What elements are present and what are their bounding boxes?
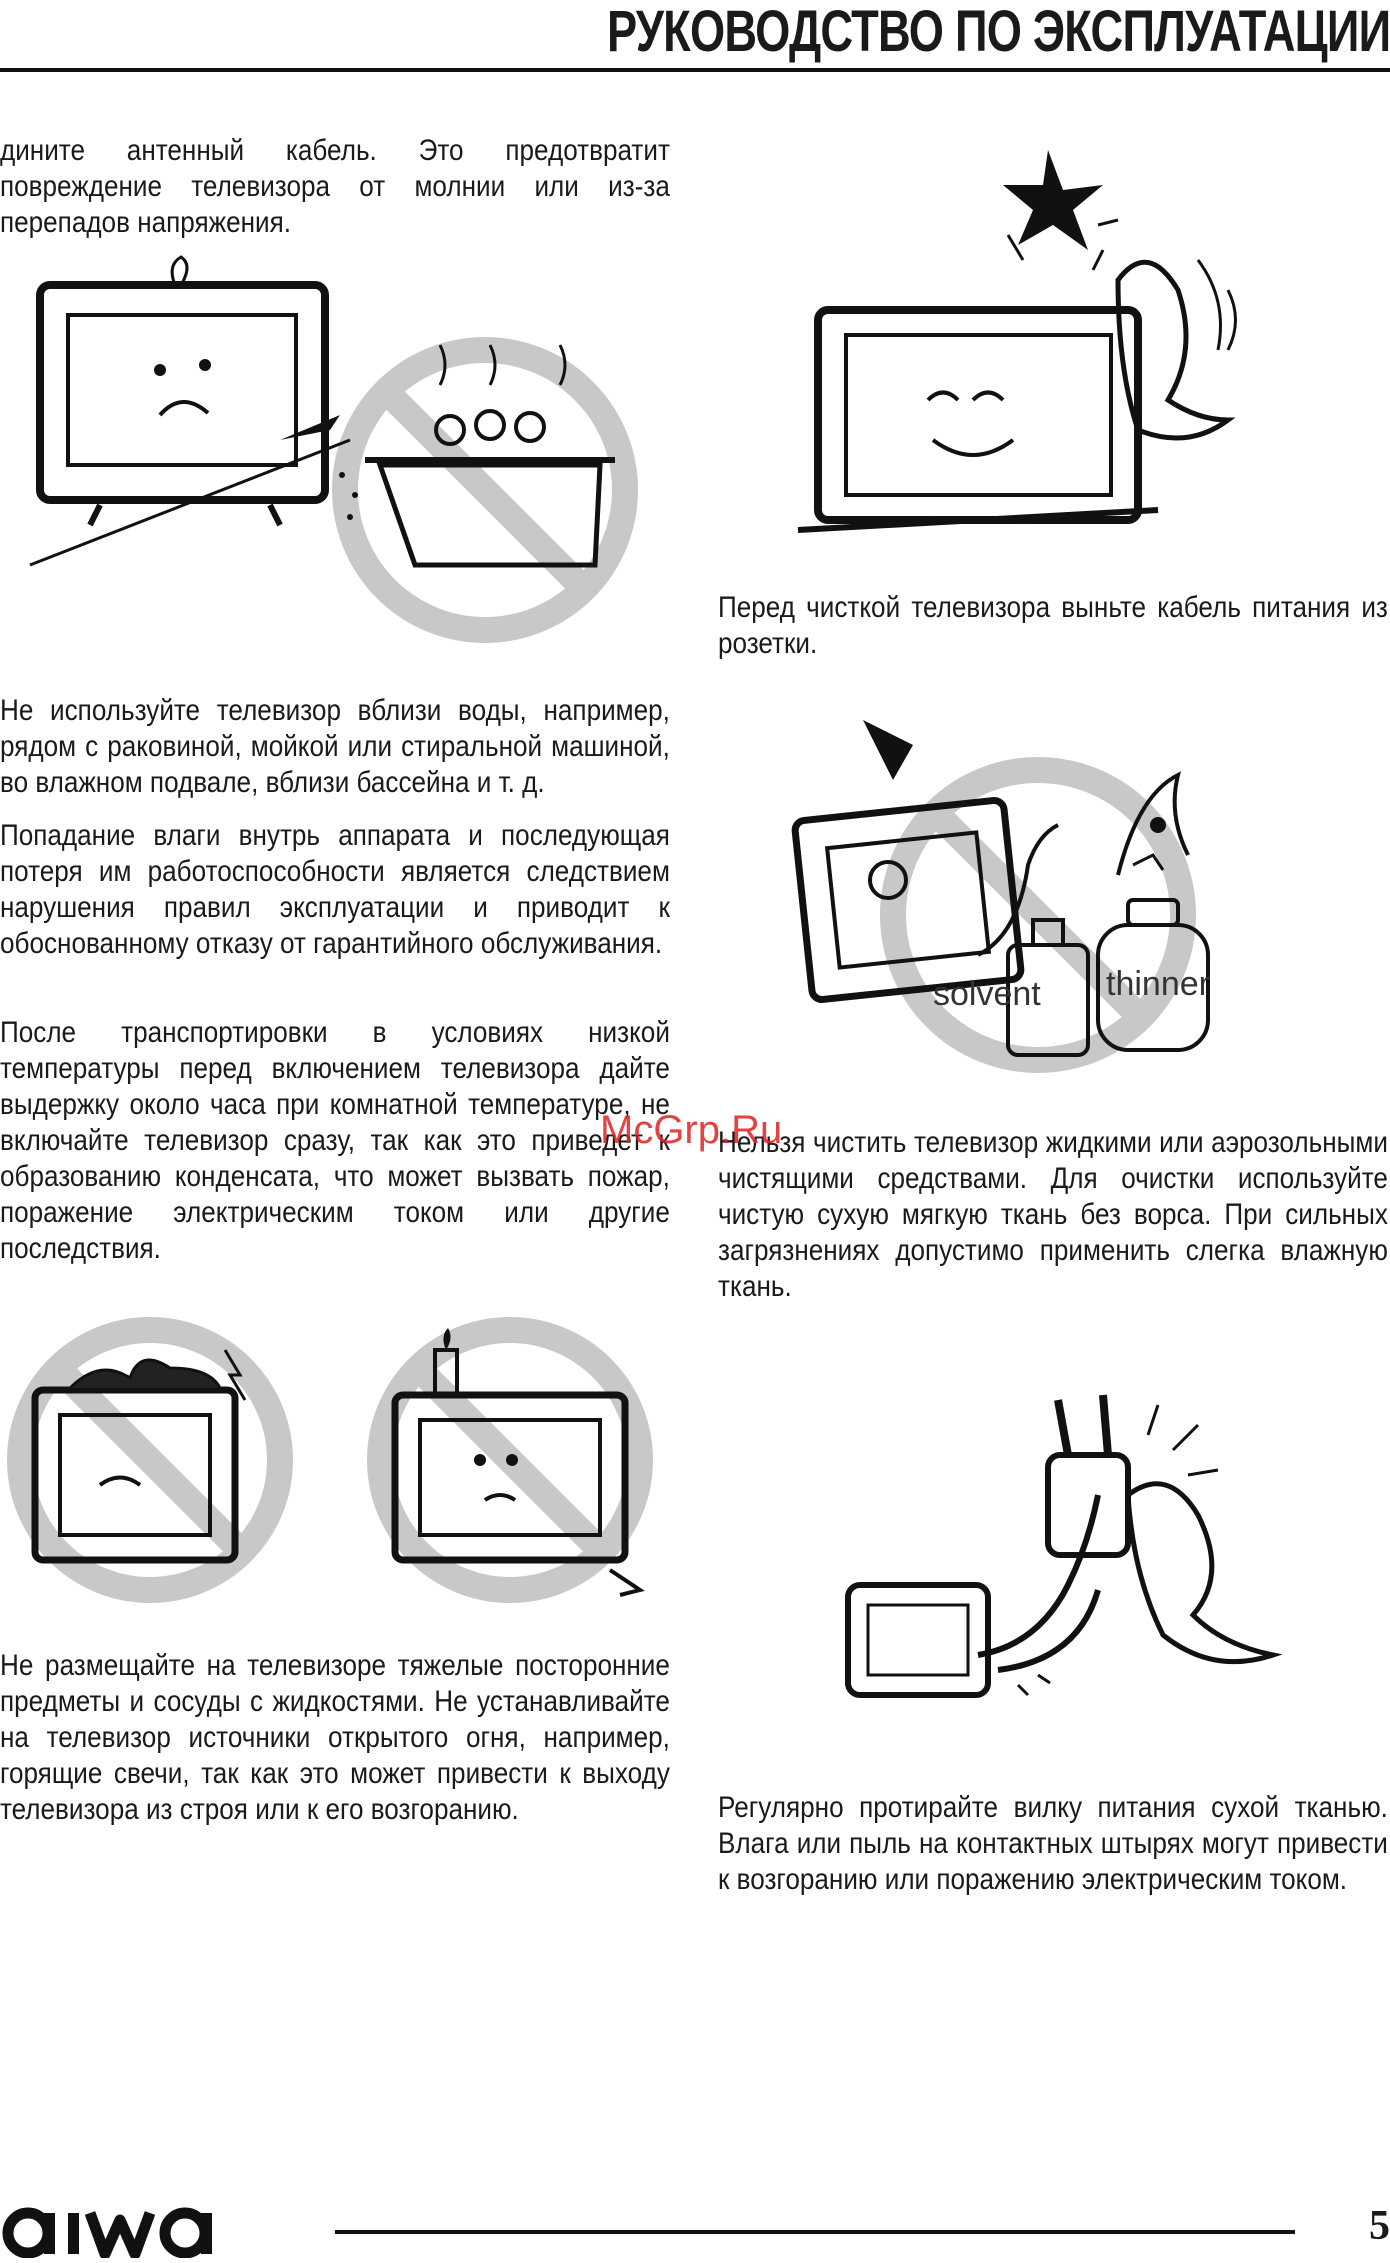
left-column: дините антенный кабель. Это предотвратит… xyxy=(0,0,672,2200)
paragraph-antenna: дините антенный кабель. Это предотвратит… xyxy=(0,134,670,239)
paragraph-transport: После транспортировки в условиях низкой … xyxy=(0,1016,670,1265)
page-number: 5 xyxy=(1369,2203,1390,2249)
paragraph-heavy-objects: Не размещайте на телевизоре тяжелые пост… xyxy=(0,1649,670,1826)
thinner-label: thinner xyxy=(1106,965,1210,1003)
watermark: McGrp.Ru xyxy=(600,1108,783,1152)
paragraph-unplug: Перед чисткой телевизора выньте кабель п… xyxy=(718,591,1388,660)
tv-cleaning-cloth-illustration xyxy=(758,130,1358,540)
paragraph-moisture: Попадание влаги внутрь аппарата и послед… xyxy=(0,819,670,960)
right-column: Перед чисткой телевизора выньте кабель п… xyxy=(718,0,1390,2200)
tv-near-water-illustration xyxy=(20,255,640,655)
page-title: РУКОВОДСТВО ПО ЭКСПЛУАТАЦИИ xyxy=(606,0,1390,64)
aiwa-logo xyxy=(0,2198,235,2260)
paragraph-plug-cleaning: Регулярно протирайте вилку питания сухой… xyxy=(718,1791,1388,1896)
paragraph-water: Не используйте телевизор вблизи воды, на… xyxy=(0,694,670,799)
solvent-label: solvent xyxy=(933,975,1041,1013)
tv-objects-on-top-illustration xyxy=(0,1310,672,1620)
page-header: РУКОВОДСТВО ПО ЭКСПЛУАТАЦИИ xyxy=(0,0,1390,75)
no-solvent-illustration: solvent thinner xyxy=(778,715,1298,1085)
paragraph-no-liquids: Нельзя чистить телевизор жидкими или аэр… xyxy=(718,1126,1388,1303)
footer-rule xyxy=(335,2230,1295,2234)
header-rule xyxy=(0,68,1390,72)
plug-cleaning-illustration xyxy=(828,1355,1308,1735)
